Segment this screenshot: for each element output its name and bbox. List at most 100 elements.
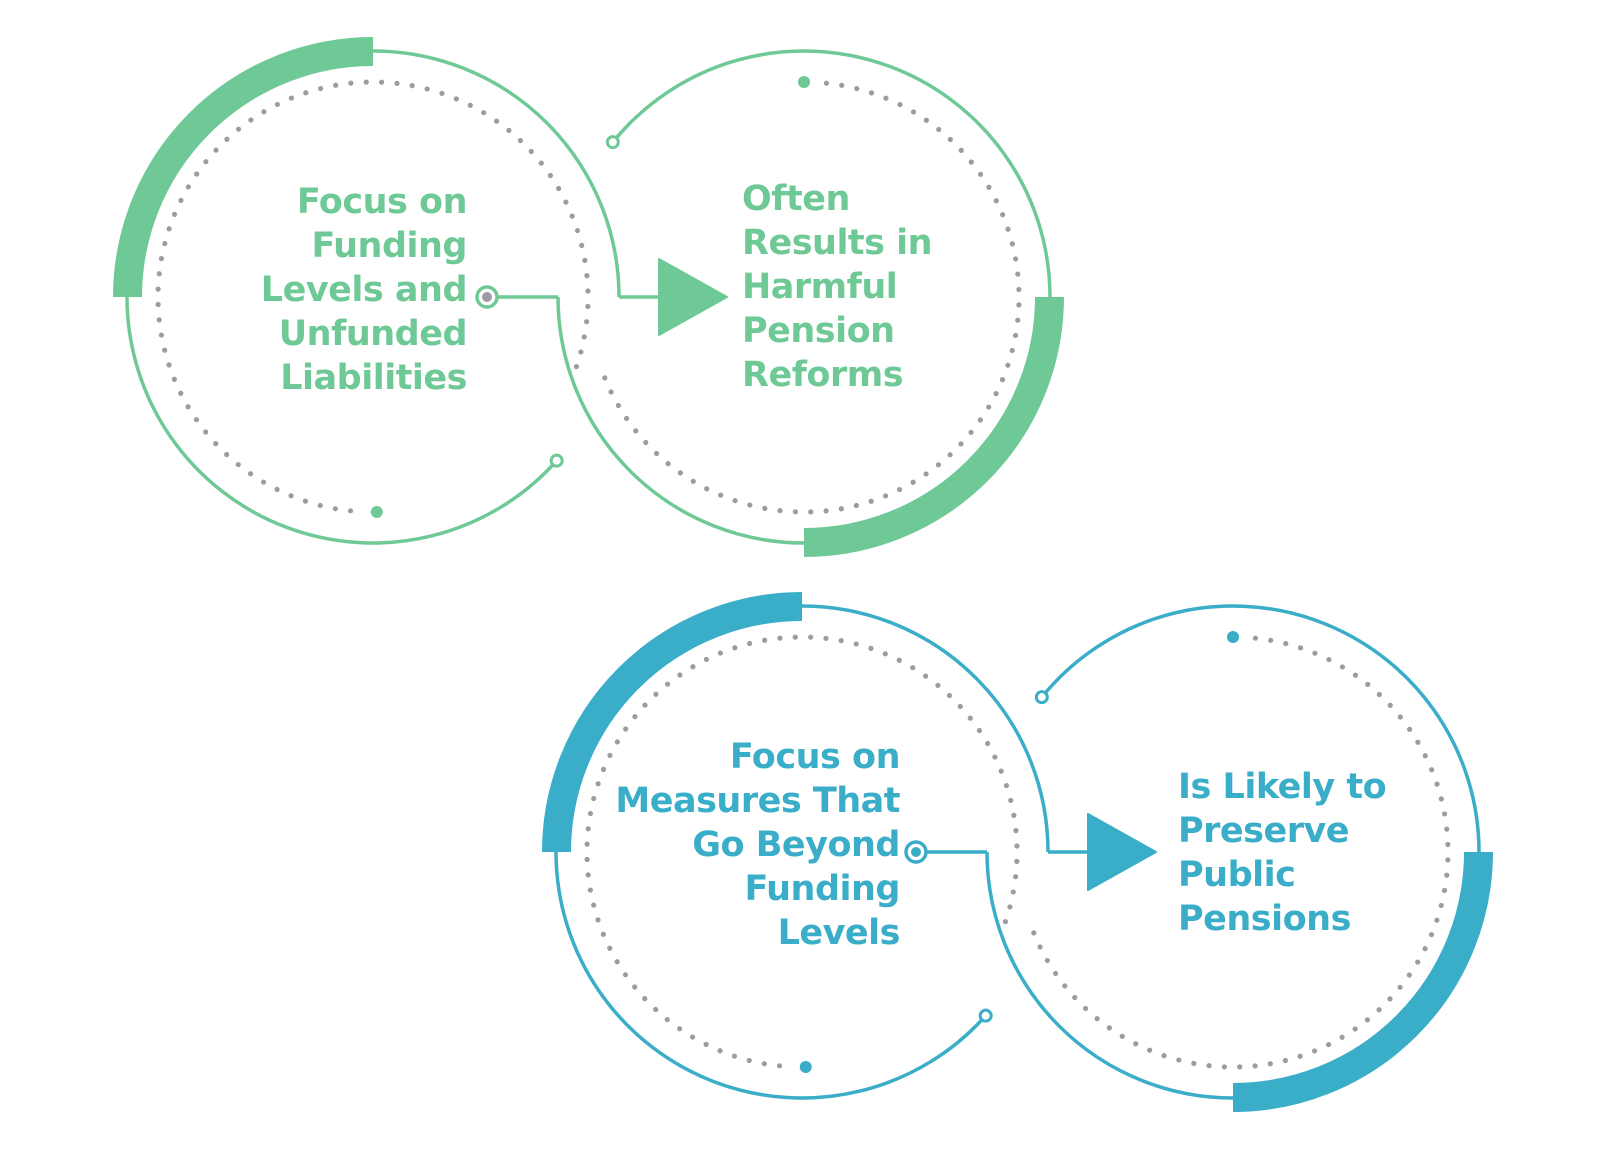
dot <box>643 439 649 446</box>
dot <box>156 271 162 277</box>
dot <box>642 996 648 1002</box>
dot <box>935 462 942 468</box>
dot <box>333 82 339 88</box>
dot <box>717 1048 723 1054</box>
dot <box>1415 959 1421 965</box>
dot <box>923 471 929 477</box>
dot <box>762 505 768 511</box>
dot <box>1352 1026 1358 1032</box>
label-line: Preserve <box>1178 811 1350 851</box>
dot <box>481 110 487 116</box>
dot <box>761 1061 767 1067</box>
dot <box>677 1026 683 1032</box>
dot <box>838 506 844 512</box>
dot <box>1339 1034 1345 1040</box>
dot <box>528 148 534 155</box>
label-line: Pensions <box>1178 899 1351 939</box>
dot <box>579 242 585 248</box>
dot <box>348 80 354 86</box>
dot <box>622 972 629 978</box>
dot <box>235 461 241 468</box>
label-line: Focus on <box>296 182 468 222</box>
open-end-circle <box>549 453 564 468</box>
dot <box>623 726 629 732</box>
dot <box>171 376 177 382</box>
dot <box>1014 843 1020 849</box>
dot <box>882 651 888 657</box>
dot <box>439 90 445 96</box>
dot <box>690 478 696 484</box>
dot <box>1016 302 1022 308</box>
dot <box>1406 972 1412 978</box>
label-line: Liabilities <box>280 358 467 398</box>
dot <box>1282 1057 1288 1064</box>
dot <box>747 640 753 647</box>
dot <box>1011 812 1017 819</box>
dot <box>582 257 588 263</box>
dot <box>1206 1063 1212 1069</box>
dot <box>747 502 753 508</box>
dot <box>977 417 983 423</box>
dot <box>608 389 614 395</box>
dot <box>185 184 191 190</box>
dot <box>1283 640 1289 647</box>
dot <box>1176 1057 1182 1063</box>
dot <box>923 117 930 123</box>
dot <box>595 781 601 787</box>
dot <box>1161 1053 1167 1059</box>
dot <box>1002 919 1009 925</box>
dot <box>868 498 874 504</box>
dot <box>731 1053 738 1059</box>
accent-arc <box>113 37 374 298</box>
dot <box>1037 944 1043 950</box>
label-line: Funding <box>744 869 900 909</box>
dot <box>1012 332 1019 339</box>
dot <box>993 391 999 397</box>
dot <box>986 404 992 410</box>
label-line: Often <box>742 179 850 219</box>
dot <box>235 126 242 132</box>
dot <box>1365 681 1371 688</box>
filled-dot <box>799 1060 812 1073</box>
dot <box>632 714 638 720</box>
dot <box>967 715 973 721</box>
ring-arc <box>611 49 1052 298</box>
dot <box>703 1041 709 1048</box>
dot <box>547 172 554 179</box>
dotted-ring <box>602 80 1022 515</box>
dot <box>1009 241 1015 247</box>
dot <box>409 83 415 89</box>
dot <box>1326 1041 1332 1048</box>
dot <box>155 286 161 292</box>
dot <box>1005 226 1011 232</box>
dot <box>1312 650 1318 656</box>
dot <box>632 984 638 990</box>
dot <box>935 682 941 688</box>
dot <box>162 347 168 353</box>
dot <box>585 872 591 878</box>
dot <box>910 479 916 485</box>
label-line: Pension <box>742 311 895 351</box>
dot <box>1015 271 1021 277</box>
dot <box>1311 1048 1318 1054</box>
dot <box>274 101 280 108</box>
dot <box>224 136 230 142</box>
dot <box>1376 1007 1382 1013</box>
dot <box>1119 1033 1125 1039</box>
dot <box>1406 726 1413 732</box>
dot <box>569 213 575 219</box>
dot <box>1013 256 1019 262</box>
blue-effect-label: Is Likely to Preserve Public Pensions <box>1178 765 1387 941</box>
dot <box>762 637 768 643</box>
label-line: Levels and <box>260 270 468 310</box>
dot <box>563 199 569 205</box>
dot <box>1191 1060 1197 1066</box>
label-line: Results in <box>742 223 933 263</box>
dot <box>302 498 309 504</box>
dot <box>607 752 613 759</box>
open-end-circle <box>978 1008 993 1023</box>
dot <box>156 317 162 323</box>
dot <box>947 452 953 458</box>
dot <box>823 508 829 514</box>
dot <box>585 826 591 832</box>
